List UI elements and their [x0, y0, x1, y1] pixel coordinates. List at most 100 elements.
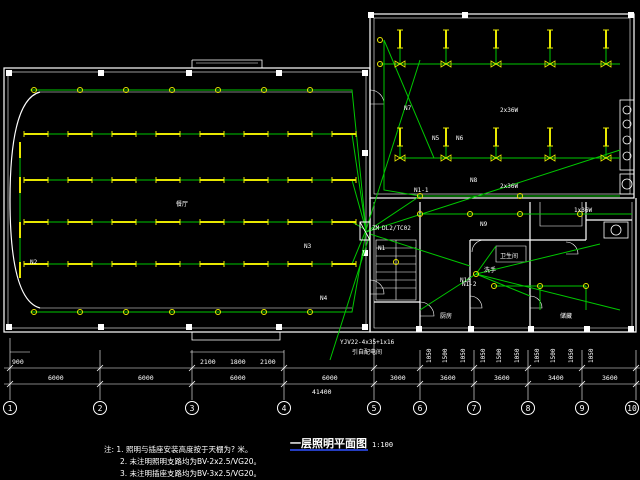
downlight: [31, 87, 37, 93]
axis-label: 9: [580, 404, 585, 413]
label-circuit-n8: N8: [470, 177, 478, 184]
downlight: [377, 37, 383, 43]
note-line-1: 注: 1. 照明与插座安装高度按于天棚为? 米。: [104, 444, 252, 454]
right-wing-circuits: [380, 30, 632, 311]
dim-tick: [632, 364, 640, 372]
downlight: [261, 309, 267, 315]
dim-sub-1: 2100: [200, 358, 216, 366]
label-cable: YJV22-4x35+1x16: [340, 339, 395, 346]
dim-sub-right: 1050: [534, 348, 541, 363]
label-circuit-n4: N4: [320, 295, 328, 302]
ceiling-lamp: [600, 154, 612, 162]
axis-bubble: [521, 401, 535, 415]
dim-tick: [6, 380, 14, 388]
dining-hall-walls: [3, 59, 371, 341]
dim-span-1: 6000: [48, 374, 64, 382]
axis-label: 5: [372, 404, 377, 413]
dim-tick: [370, 380, 378, 388]
downlight: [261, 87, 267, 93]
axis-label: 10: [627, 404, 637, 413]
downlight: [169, 87, 175, 93]
ceiling-lamp: [440, 60, 452, 68]
dim-span-5: 3000: [390, 374, 406, 382]
label-circuit-n10: N10: [460, 277, 471, 284]
downlight: [31, 309, 37, 315]
axis-bubble: [467, 401, 481, 415]
dim-tick: [524, 380, 532, 388]
downlight: [473, 271, 479, 277]
dim-tick: [188, 364, 196, 372]
drawing-notes: 注: 1. 照明与插座安装高度按于天棚为? 米。 2. 未注明照明支路均为BV-…: [104, 444, 261, 478]
label-room-c: 卫生间: [500, 252, 518, 260]
axis-label: 4: [282, 404, 287, 413]
label-room-b: 储藏: [560, 312, 572, 320]
dim-left-small: 900: [12, 358, 24, 366]
label-cable-note: 引自配电间: [352, 348, 382, 356]
hall-columns: [6, 70, 368, 330]
dim-sub-right: 1050: [514, 348, 521, 363]
label-room-a: 厨房: [440, 312, 452, 320]
ceiling-lamp: [490, 154, 502, 162]
ceiling-lamp: [544, 60, 556, 68]
axis-label: 6: [418, 404, 423, 413]
right-columns: [368, 12, 634, 332]
downlight: [77, 87, 83, 93]
downlight: [467, 211, 473, 217]
label-small-mark: N1-1: [414, 187, 429, 194]
dimension-text: 900 2100 1800 2100 6000 6000 6000 6000 3…: [12, 358, 618, 396]
downlight: [123, 309, 129, 315]
ceiling-lamp: [394, 60, 406, 68]
dim-sub-right: 1050: [568, 348, 575, 363]
axis-bubble: [367, 401, 381, 415]
distribution-panel: [359, 221, 371, 241]
label-small-mark-2: N1-2: [462, 281, 477, 288]
downlight: [583, 283, 589, 289]
label-circuit-n1: N1: [378, 245, 386, 252]
label-hall: 餐厅: [176, 200, 188, 208]
downlight: [537, 283, 543, 289]
kitchen-equipment: [603, 99, 635, 239]
dim-span-9: 3600: [602, 374, 618, 382]
label-circuit-n5: N5: [432, 135, 440, 142]
plan-labels: 餐厅 ZM DL2/TC02 YJV22-4x35+1x16 引自配电间 N1 …: [30, 105, 592, 356]
dimension-lines: [4, 338, 640, 400]
label-kitchen-b: 2x36W: [500, 183, 518, 190]
dim-tick: [280, 364, 288, 372]
label-circuit-n6: N6: [456, 135, 464, 142]
label-wash: 洗手: [484, 266, 496, 274]
label-kitchen-a: 2x36W: [500, 107, 518, 114]
label-panel-mark: DL2/TC02: [382, 225, 411, 232]
right-wing-walls: [369, 13, 637, 333]
dim-tick: [578, 364, 586, 372]
dimension-ticks: [6, 364, 640, 388]
downlight: [377, 61, 383, 67]
axis-bubble: [277, 401, 291, 415]
dim-sub-right: 1500: [442, 348, 449, 363]
label-kitchen-c: 1x36W: [574, 207, 592, 214]
downlight: [215, 87, 221, 93]
axis-bubble: [575, 401, 589, 415]
label-circuit-n2: N2: [30, 259, 38, 266]
dim-sub-right: 1500: [496, 348, 503, 363]
axis-label: 1: [8, 404, 13, 413]
dim-total: 41400: [312, 388, 332, 396]
axis-bubble: [625, 401, 639, 415]
downlight: [169, 309, 175, 315]
dim-tick: [280, 380, 288, 388]
note-line-3: 3. 未注明插座支路均为BV-3x2.5/VG20。: [120, 468, 261, 478]
dim-sub-right: 1050: [588, 348, 595, 363]
downlight: [491, 283, 497, 289]
downlight: [517, 211, 523, 217]
label-circuit-n9: N9: [480, 221, 488, 228]
ceiling-lamp: [394, 154, 406, 162]
dim-tick: [632, 380, 640, 388]
dim-sub-2: 1800: [230, 358, 246, 366]
dim-tick: [96, 364, 104, 372]
label-panel: ZM: [372, 225, 380, 232]
ceiling-lamp: [600, 60, 612, 68]
dim-sub-right: 1050: [426, 348, 433, 363]
downlight: [215, 309, 221, 315]
